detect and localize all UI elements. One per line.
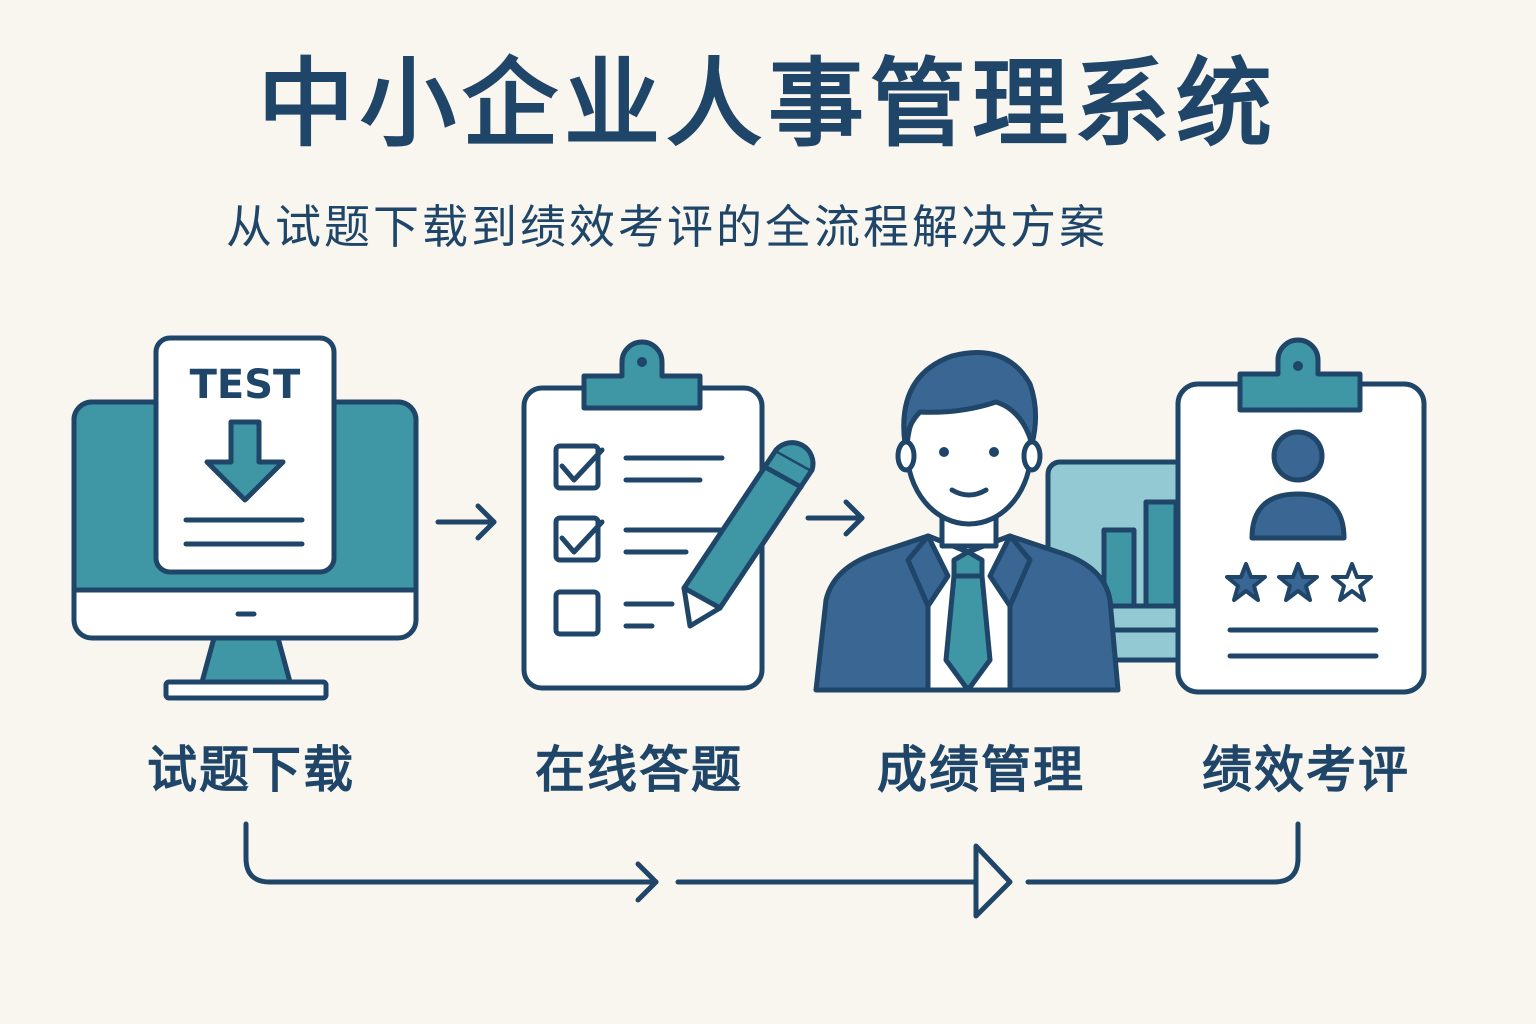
arrow-right-icon xyxy=(805,499,865,537)
arrow-right-icon xyxy=(435,503,497,541)
manager-chart-icon xyxy=(813,350,1215,693)
clipboard-checklist-icon xyxy=(521,339,816,691)
step-label-evaluation: 绩效考评 xyxy=(1202,741,1410,799)
page-title: 中小企业人事管理系统 xyxy=(258,48,1278,160)
monitor-download-icon: TEST xyxy=(71,335,419,701)
step-label-answer: 在线答题 xyxy=(535,741,743,799)
test-label: TEST xyxy=(190,362,301,408)
step-label-grades: 成绩管理 xyxy=(877,741,1085,799)
step-label-download: 试题下载 xyxy=(147,741,355,799)
page-subtitle: 从试题下载到绩效考评的全流程解决方案 xyxy=(226,200,1108,254)
flow-connector xyxy=(243,821,1301,919)
profile-rating-icon xyxy=(1175,337,1427,695)
